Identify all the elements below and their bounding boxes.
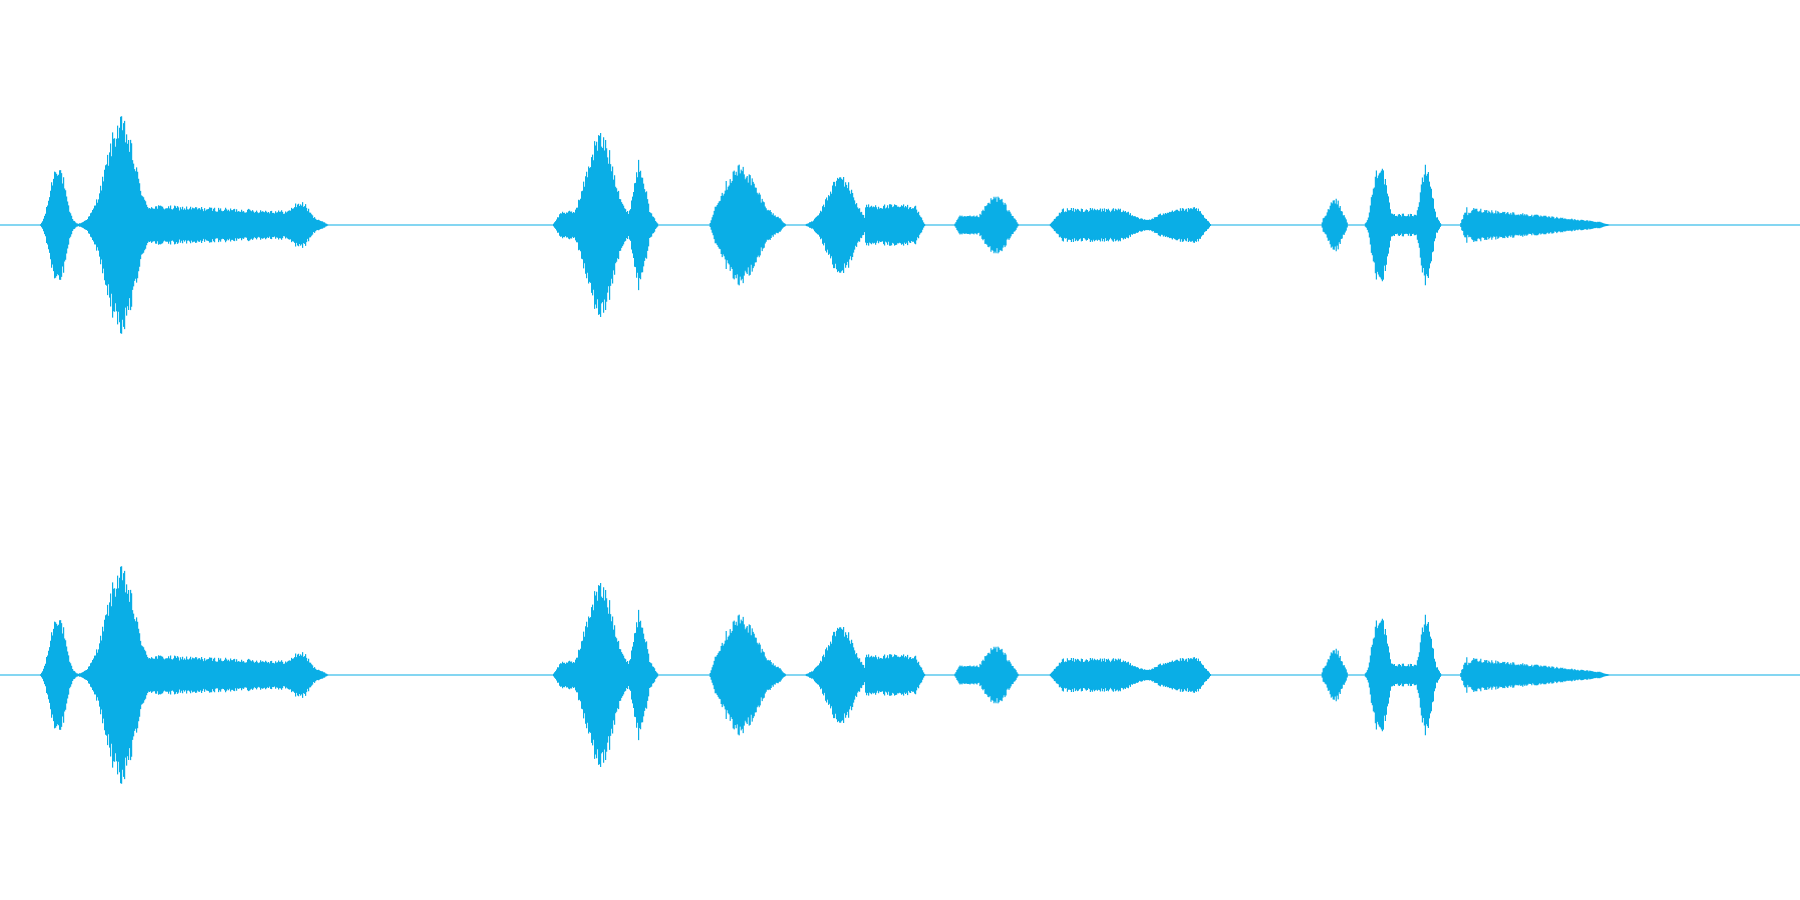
- channel-1-waveform: [0, 116, 1800, 334]
- waveform-segment: [553, 583, 660, 767]
- waveform-segment: [805, 627, 926, 723]
- channel-1-track[interactable]: [0, 0, 1800, 450]
- channel-2-track[interactable]: [0, 450, 1800, 900]
- waveform-segment: [1321, 648, 1348, 702]
- waveform-segment: [553, 133, 660, 317]
- waveform-segment: [1364, 164, 1442, 286]
- waveform-segment: [1460, 207, 1613, 243]
- waveform-segment: [1460, 657, 1613, 693]
- waveform-segment: [1321, 198, 1348, 252]
- waveform-segment: [1049, 207, 1211, 243]
- waveform-segment: [1364, 614, 1442, 736]
- waveform-segment: [1049, 657, 1211, 693]
- waveform-segment: [954, 646, 1019, 704]
- waveform-segment: [40, 566, 330, 784]
- waveform-segment: [40, 116, 330, 334]
- waveform-segment: [954, 196, 1019, 254]
- waveform-segment: [709, 164, 787, 286]
- waveform-segment: [709, 614, 787, 736]
- channel-2-waveform: [0, 566, 1800, 784]
- waveform-segment: [805, 177, 926, 273]
